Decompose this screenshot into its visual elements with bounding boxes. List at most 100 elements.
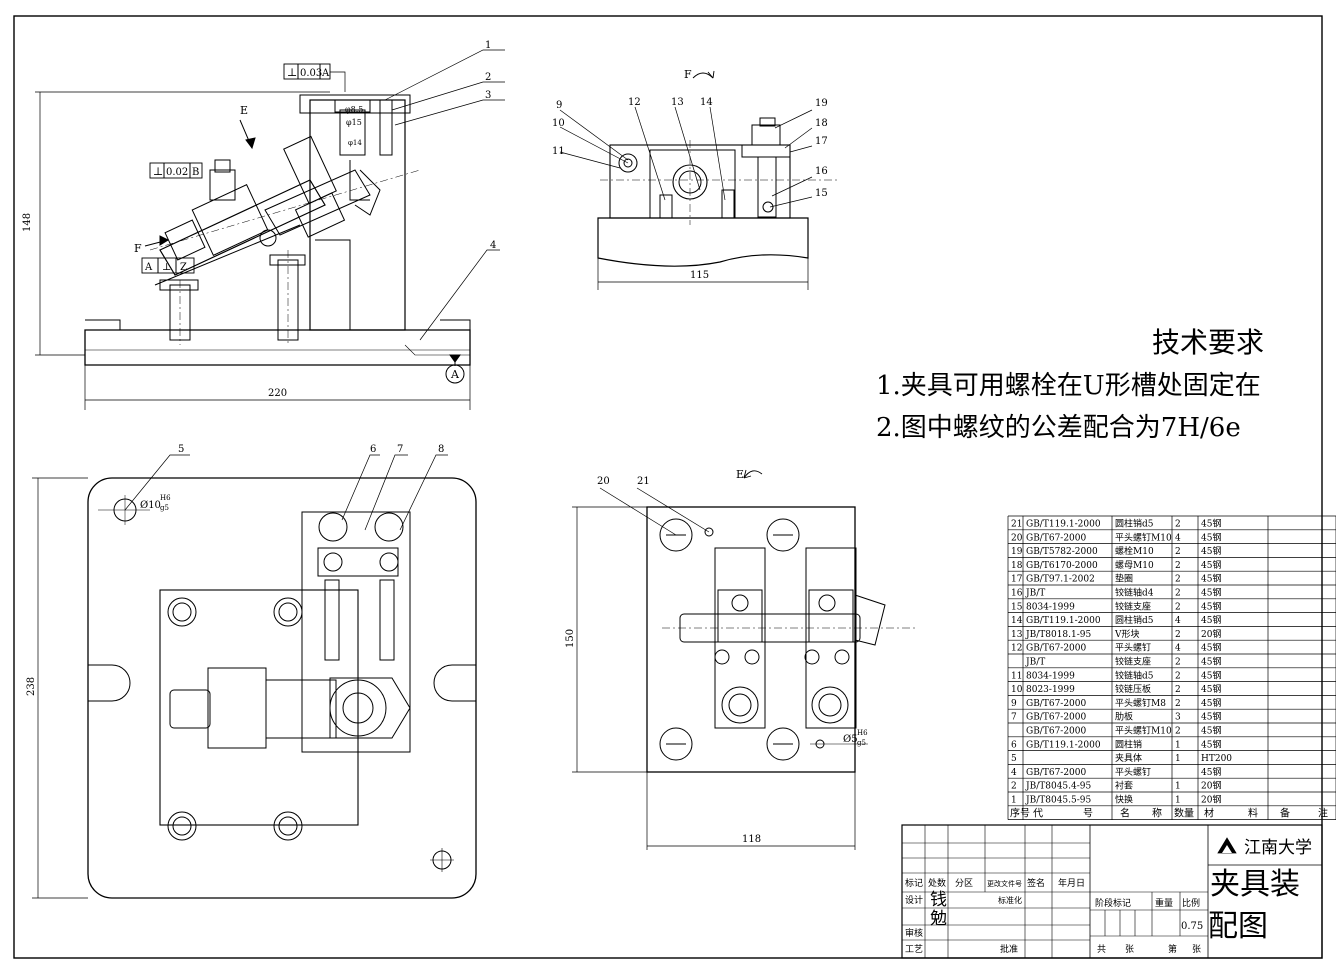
bom-cell-name: 平头螺钉M10 — [1115, 726, 1172, 737]
e-view-title: E — [736, 468, 744, 481]
balloon-1: 1 — [485, 40, 491, 51]
bom-cell-name: 铰链支座 — [1115, 656, 1151, 668]
bom-cell-name: 垫圈 — [1115, 573, 1133, 585]
bom-cell-code: JB/T — [1025, 658, 1045, 668]
title-ratio: 比例 — [1182, 897, 1200, 909]
top-view — [32, 454, 477, 899]
drawing-frame — [13, 15, 1323, 959]
bom-cell-qty: 2 — [1175, 561, 1181, 571]
front-view-f-label: F — [134, 242, 142, 255]
bom-cell-mat: 45钢 — [1201, 669, 1221, 681]
e-hole-fit-bot: g5 — [857, 739, 866, 747]
bom-cell-qty: 2 — [1175, 589, 1181, 599]
title-label-count: 处数 — [928, 877, 946, 889]
front-dim-width: 220 — [268, 388, 287, 399]
bom-cell-no: 21 — [1011, 520, 1022, 530]
bom-cell-qty: 2 — [1175, 699, 1181, 709]
bom-header-note2: 注 — [1318, 806, 1328, 819]
bom-cell-no: 10 — [1011, 685, 1023, 695]
bom-cell-qty: 1 — [1175, 782, 1181, 792]
bom-cell-code: JB/T8045.4-95 — [1025, 782, 1092, 792]
bom-cell-no: 7 — [1011, 713, 1017, 723]
title-school: 江南大学 — [1244, 838, 1312, 858]
bom-cell-name: 平头螺钉M10 — [1115, 532, 1172, 543]
bom-cell-code: GB/T119.1-2000 — [1026, 520, 1101, 530]
balloon-17: 17 — [815, 136, 828, 147]
bom-cell-qty: 2 — [1175, 630, 1181, 640]
e-dim-height: 150 — [565, 629, 576, 648]
balloon-4: 4 — [490, 240, 496, 251]
title-check: 审核 — [905, 927, 923, 939]
bom-cell-qty: 2 — [1175, 658, 1181, 668]
title-process: 工艺 — [905, 944, 923, 955]
bom-cell-code: 8034-1999 — [1026, 671, 1075, 681]
bom-header-code: 代 — [1033, 807, 1043, 819]
bom-cell-code: GB/T67-2000 — [1026, 713, 1087, 723]
front-tol-symbol: ⊥ — [287, 66, 297, 79]
balloon-14: 14 — [700, 97, 713, 108]
bom-cell-no: 18 — [1011, 561, 1023, 571]
bom-cell-code: GB/T67-2000 — [1026, 533, 1087, 543]
tech-line-1: 1.夹具可用螺栓在U形槽处固定在 — [876, 371, 1261, 401]
bom-header-name2: 称 — [1152, 806, 1162, 819]
bom-cell-no: 6 — [1011, 740, 1017, 750]
title-designer: 钱 — [930, 890, 947, 910]
bom-cell-name: 平头螺钉 — [1115, 767, 1151, 778]
bom-cell-name: 圆柱销 — [1115, 738, 1142, 750]
bom-cell-code: GB/T6170-2000 — [1026, 561, 1098, 571]
bom-header-note: 备 — [1280, 806, 1290, 819]
balloon-5: 5 — [178, 444, 184, 455]
top-hole-label: Ø10 — [140, 500, 161, 511]
bom-cell-mat: 45钢 — [1201, 656, 1221, 668]
bom-cell-code: GB/T67-2000 — [1026, 644, 1087, 654]
top-hole-fit-top: H6 — [160, 494, 171, 502]
bom-cell-mat: 45钢 — [1201, 573, 1221, 585]
bom-cell-mat: 45钢 — [1201, 559, 1221, 571]
bom-cell-name: 快换 — [1115, 794, 1133, 806]
bom-cell-qty: 1 — [1175, 754, 1181, 764]
front-datum-box-z: Z — [180, 262, 187, 273]
title-design: 设计 — [905, 894, 923, 906]
title-label-sign: 签名 — [1027, 877, 1045, 889]
bom-cell-mat: 45钢 — [1201, 545, 1221, 557]
bom-cell-name: 肋板 — [1115, 711, 1133, 723]
bom-cell-name: V形块 — [1114, 628, 1140, 640]
bom-cell-name: 平头螺钉M8 — [1115, 698, 1166, 709]
bom-cell-code: GB/T119.1-2000 — [1026, 616, 1101, 626]
bom-cell-qty: 1 — [1175, 740, 1181, 750]
bom-cell-code: 8023-1999 — [1026, 685, 1075, 695]
bom-cell-code: GB/T97.1-2002 — [1026, 575, 1095, 585]
title-label-zone: 分区 — [955, 878, 973, 889]
balloon-7: 7 — [397, 444, 403, 455]
e-hole-fit-top: H6 — [857, 729, 868, 737]
bom-cell-mat: 45钢 — [1201, 738, 1221, 750]
bom-cell-name: 铰链轴d5 — [1115, 669, 1154, 681]
title-label-mark: 标记 — [905, 877, 923, 889]
bom-cell-no: 16 — [1011, 589, 1023, 599]
bom-cell-name: 铰链压板 — [1115, 683, 1151, 695]
title-approve: 批准 — [1000, 943, 1018, 955]
balloon-3: 3 — [485, 90, 491, 101]
bom-cell-name: 铰链轴d4 — [1115, 587, 1154, 599]
tech-line-2: 2.图中螺纹的公差配合为7H/6e — [876, 413, 1241, 443]
bom-cell-qty: 2 — [1175, 671, 1181, 681]
bom-cell-no: 5 — [1011, 754, 1017, 764]
title-page: 第 — [1168, 943, 1177, 955]
title-drawing-name-1: 夹具装 — [1210, 867, 1300, 902]
balloon-19: 19 — [815, 98, 828, 109]
bom-cell-qty: 3 — [1175, 713, 1181, 723]
front-small-dim-3: φ14 — [348, 139, 362, 147]
balloon-16: 16 — [815, 166, 828, 177]
front-datum-box-perp: ⊥ — [162, 262, 171, 273]
bom-header-qty: 数量 — [1174, 806, 1194, 819]
bom-cell-name: 铰链支座 — [1115, 600, 1151, 612]
bom-cell-name: 螺母M10 — [1115, 560, 1154, 571]
bom-cell-name: 圆柱销d5 — [1115, 518, 1154, 530]
title-label-change: 更改文件号 — [987, 879, 1022, 888]
bom-cell-qty: 4 — [1175, 616, 1181, 626]
bom-cell-no: 11 — [1011, 671, 1022, 681]
bom-cell-code: GB/T67-2000 — [1026, 727, 1087, 737]
title-weight: 重量 — [1155, 897, 1173, 909]
bom-cell-no: 17 — [1011, 575, 1023, 585]
